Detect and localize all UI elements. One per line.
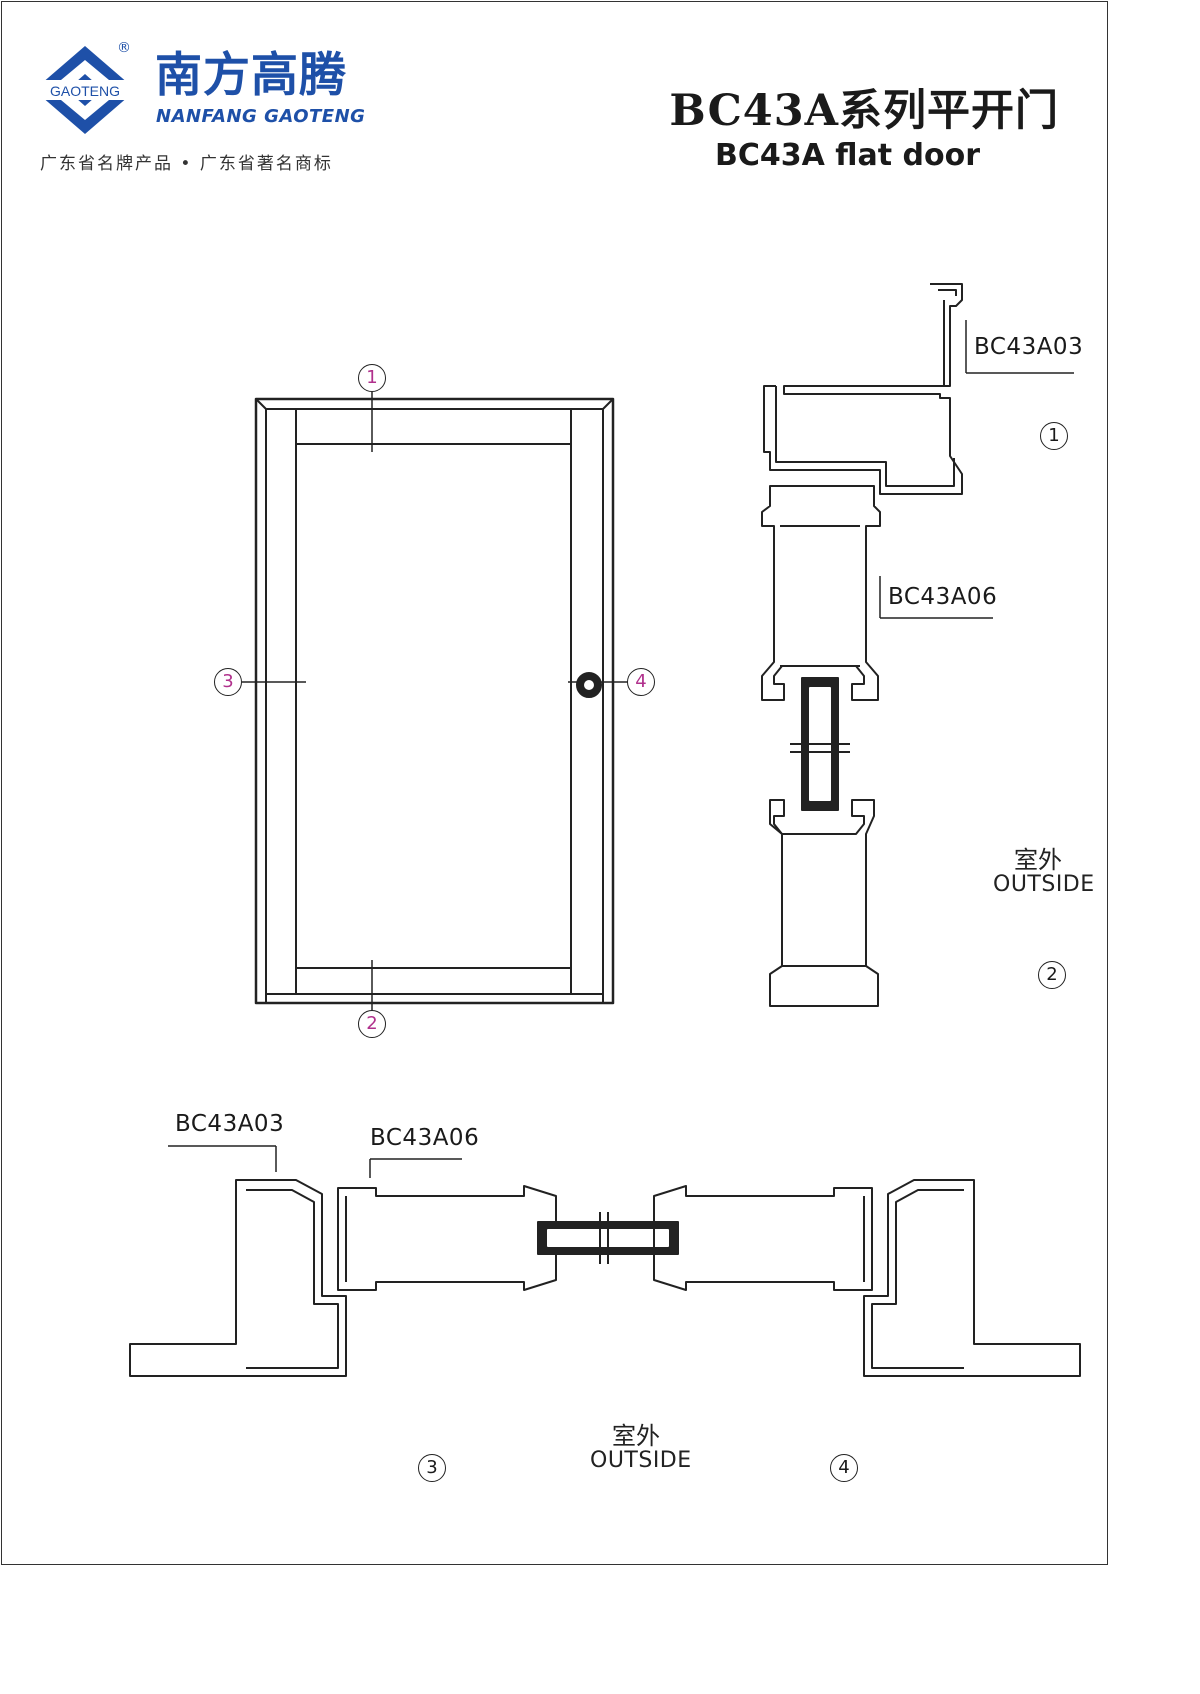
registered-mark: ® [117, 40, 131, 56]
section-marker-2: 2 [1038, 961, 1066, 989]
door-elevation [242, 392, 628, 1012]
page-title-en: BC43A flat door [715, 138, 981, 173]
label-bc43a06-horizontal: BC43A06 [370, 1125, 480, 1151]
outside-en-right: OUTSIDE [993, 872, 1095, 897]
technical-drawing [129, 283, 1081, 1377]
marker-3-left: 3 [214, 668, 242, 696]
drawing-sheet [1, 1, 1108, 1565]
marker-4-right: 4 [627, 668, 655, 696]
label-bc43a06-vertical: BC43A06 [888, 584, 998, 610]
section-sash-upper [761, 485, 881, 701]
section-sash-right [653, 1185, 873, 1291]
section-marker-1: 1 [1040, 422, 1068, 450]
label-bc43a03-vertical: BC43A03 [974, 334, 1084, 360]
gaoteng-logo-icon: GAOTENG [33, 46, 138, 134]
marker-2-bottom: 2 [358, 1010, 386, 1038]
section-sash-lower [769, 799, 879, 1007]
label-bc43a03-horizontal: BC43A03 [175, 1111, 285, 1137]
section-frame-top [763, 283, 963, 495]
glazing-bead [790, 677, 850, 811]
marker-1-top: 1 [358, 364, 386, 392]
section-sash-left [337, 1185, 557, 1291]
slogan: 广东省名牌产品 • 广东省著名商标 [40, 154, 333, 174]
section-marker-4: 4 [830, 1454, 858, 1482]
outside-cn-right: 室外 [1014, 846, 1062, 874]
outside-cn-bottom: 室外 [612, 1422, 660, 1450]
outside-en-bottom: OUTSIDE [590, 1448, 692, 1473]
page-title-cn: BC43A系列平开门 [669, 86, 1059, 136]
section-frame-left [129, 1146, 347, 1377]
brand-name-cn: 南方高腾 [155, 48, 347, 103]
logo-badge-text: GAOTENG [50, 83, 120, 99]
brand-name-en: NANFANG GAOTENG [156, 106, 366, 127]
section-marker-3: 3 [418, 1454, 446, 1482]
section-frame-right [863, 1179, 1081, 1377]
glazing-horizontal [537, 1212, 679, 1264]
